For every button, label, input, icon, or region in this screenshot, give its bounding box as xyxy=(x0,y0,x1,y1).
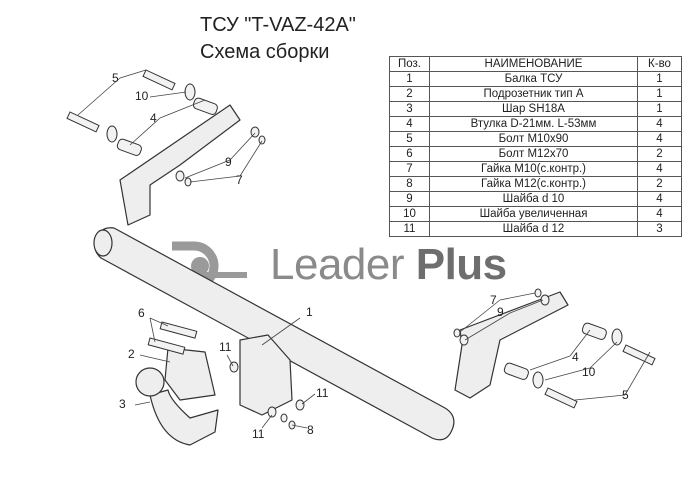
brand-wordmark: Leader Plus xyxy=(270,240,507,290)
washer-d10 xyxy=(540,294,550,306)
washer-d10 xyxy=(250,126,260,138)
callout-5: 5 xyxy=(622,388,629,402)
nut-m12 xyxy=(280,413,288,423)
callout-4: 4 xyxy=(150,111,157,125)
bushing xyxy=(581,322,607,340)
washer-d12 xyxy=(267,406,277,418)
bushing xyxy=(503,362,529,380)
callout-9: 9 xyxy=(497,305,504,319)
nut-m10 xyxy=(453,328,461,338)
column-header-name: НАИМЕНОВАНИЕ xyxy=(429,56,638,72)
bolt-m10 xyxy=(622,344,656,366)
table-header-row: Поз. НАИМЕНОВАНИЕ К-во xyxy=(389,56,682,72)
washer-d12 xyxy=(295,399,305,411)
callout-11: 11 xyxy=(316,386,329,400)
nut-m10 xyxy=(534,288,542,298)
diagram-title: ТСУ "T-VAZ-42A" xyxy=(200,14,356,36)
tow-ball xyxy=(135,367,165,397)
bolt-m10 xyxy=(142,69,176,91)
callout-9: 9 xyxy=(225,155,232,169)
washer-d10 xyxy=(459,334,469,346)
callout-1: 1 xyxy=(306,305,313,319)
cell-qty: 2 xyxy=(637,146,682,162)
cell-qty: 1 xyxy=(637,86,682,102)
brand-name-light: Leader xyxy=(270,240,416,289)
callout-11: 11 xyxy=(219,340,232,354)
large-washer xyxy=(106,125,118,143)
bolt-m10 xyxy=(544,387,578,409)
callout-7: 7 xyxy=(236,173,243,187)
diagram-subtitle: Схема сборки xyxy=(200,41,330,63)
callout-3: 3 xyxy=(119,397,126,411)
nut-m10 xyxy=(258,135,266,145)
cell-qty: 3 xyxy=(637,221,682,237)
callout-10: 10 xyxy=(135,89,149,103)
column-header-qty: К-во xyxy=(637,56,682,72)
socket-plate xyxy=(164,347,216,401)
washer-d10 xyxy=(175,170,185,182)
callout-6: 6 xyxy=(138,306,145,320)
callout-4: 4 xyxy=(572,350,579,364)
left-mount-bracket xyxy=(119,104,241,226)
bushing xyxy=(116,138,142,156)
large-washer xyxy=(532,371,544,389)
callout-7: 7 xyxy=(490,293,497,307)
tow-ball-arm xyxy=(149,389,219,446)
cell-name: Гайка М10(с.контр.) xyxy=(429,161,638,177)
callout-10: 10 xyxy=(582,365,596,379)
large-washer xyxy=(184,83,196,101)
bolt-m10 xyxy=(66,111,100,133)
bolt-m12 xyxy=(147,337,186,355)
large-washer xyxy=(611,328,623,346)
callout-2: 2 xyxy=(128,347,135,361)
brand-name-bold: Plus xyxy=(415,240,507,289)
callout-5: 5 xyxy=(112,71,119,85)
cell-pos: 10 xyxy=(389,206,430,222)
callout-8: 8 xyxy=(307,423,314,437)
ball-mount-plate xyxy=(239,334,293,416)
bushing xyxy=(192,97,218,115)
beam-end-cap xyxy=(93,229,113,257)
bolt-m12 xyxy=(159,321,198,339)
right-mount-bracket xyxy=(454,291,569,399)
callout-11: 11 xyxy=(252,427,265,441)
